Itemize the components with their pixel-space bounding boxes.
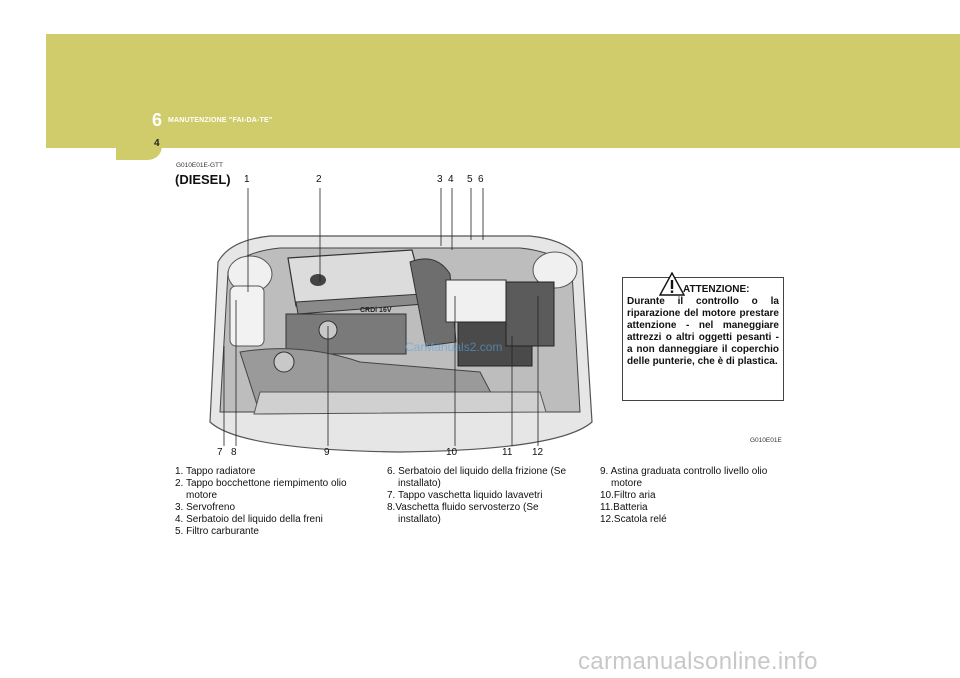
legend-item: 3. Servofreno (175, 502, 236, 513)
figure-code: G010E01E-GTT (176, 162, 223, 169)
legend-item: 5. Filtro carburante (175, 526, 259, 537)
footer-watermark: carmanualsonline.info (578, 648, 818, 675)
callout-8: 8 (231, 447, 237, 458)
legend-item: 4. Serbatoio del liquido della freni (175, 514, 323, 525)
callout-7: 7 (217, 447, 223, 458)
legend-item: 6. Serbatoio del liquido della frizione … (387, 466, 566, 489)
warning-box: ATTENZIONE: Durante il controllo o la ri… (622, 272, 784, 401)
callout-11: 11 (502, 447, 513, 458)
callout-9: 9 (324, 447, 330, 458)
legend-item: 8.Vaschetta fluido servosterzo (Se insta… (387, 502, 539, 525)
chapter-header-band (46, 34, 960, 148)
legend-column-2: 6. Serbatoio del liquido della frizione … (387, 466, 577, 526)
legend-item: 7. Tappo vaschetta liquido lavavetri (387, 490, 543, 501)
warning-triangle-icon (659, 272, 685, 296)
legend-column-3: 9. Astina graduata controllo livello oli… (600, 466, 790, 526)
callout-5: 5 (467, 174, 473, 185)
legend-item: 12.Scatola relé (600, 514, 667, 525)
callout-4: 4 (448, 174, 454, 185)
chapter-number: 6 (152, 110, 163, 130)
page-number: 4 (154, 138, 160, 149)
legend-item: 2. Tappo bocchettone riempimento olio mo… (175, 478, 347, 501)
warning-text: Durante il controllo o la riparazione de… (627, 296, 779, 367)
callout-6: 6 (478, 174, 484, 185)
callout-10: 10 (446, 447, 458, 458)
warning-title: ATTENZIONE: (683, 284, 750, 295)
image-watermark: CarManuals2.com (405, 340, 503, 354)
legend-item: 1. Tappo radiatore (175, 466, 256, 477)
callout-2: 2 (316, 174, 322, 185)
legend-item: 9. Astina graduata controllo livello oli… (600, 466, 768, 489)
page-tab (116, 146, 162, 160)
legend-item: 10.Filtro aria (600, 490, 656, 501)
legend-item: 11.Batteria (600, 502, 648, 513)
callout-3: 3 (437, 174, 443, 185)
callout-1: 1 (244, 174, 250, 185)
callout-12: 12 (532, 447, 544, 458)
engine-bay-illustration: CRDi 16V (209, 235, 593, 453)
engine-cover-text: CRDi 16V (360, 307, 392, 314)
figure-heading: (DIESEL) (175, 172, 231, 187)
chapter-title: MANUTENZIONE "FAI-DA-TE" (168, 117, 273, 124)
warning-code: G010E01E (750, 437, 782, 444)
legend-column-1: 1. Tappo radiatore 2. Tappo bocchettone … (175, 466, 365, 538)
